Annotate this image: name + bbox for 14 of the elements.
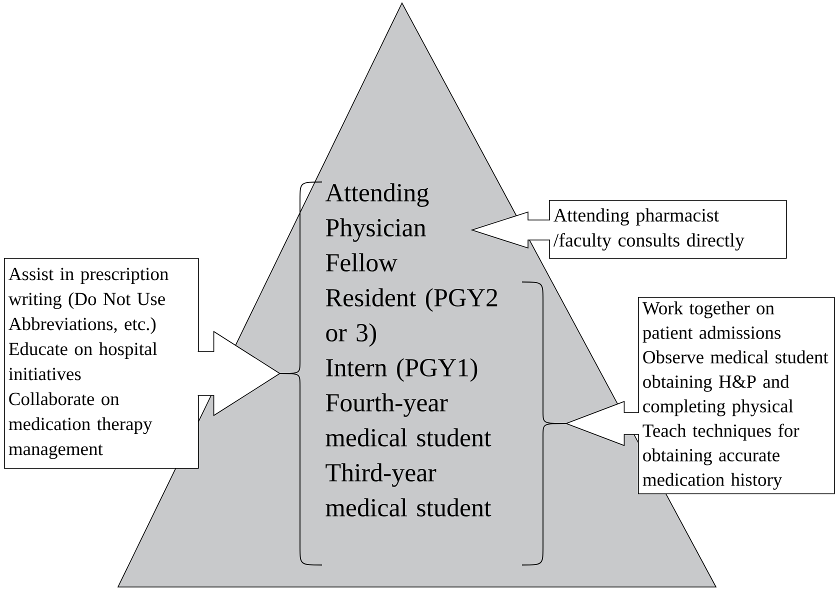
block-arrow (565, 400, 640, 446)
callout-box: Assist in prescription writing (Do Not Use Abbreviations, etc.) Educate on hospital initiatives Collaborate on medication therapy management (4, 258, 199, 469)
block-arrow (197, 330, 281, 416)
brace (280, 182, 322, 566)
node-label: Third-year medical student (326, 463, 492, 516)
callout-box: Attending pharmacist /faculty consults directly (549, 200, 787, 259)
callout-box: Work together on patient admissions Observe medical student obtaining H&P and completing physical Teach techniques for obtaining accurate medication history (638, 297, 835, 494)
node-label: Resident (PGY2 or 3) (326, 288, 498, 347)
node-label: Intern (PGY1) (326, 358, 478, 382)
node-label: Fellow (326, 253, 398, 272)
block-arrow (470, 211, 550, 249)
node-label: Attending Physician (325, 183, 429, 242)
brace (522, 282, 566, 566)
node-label: Fourth-year medical student (326, 393, 492, 446)
